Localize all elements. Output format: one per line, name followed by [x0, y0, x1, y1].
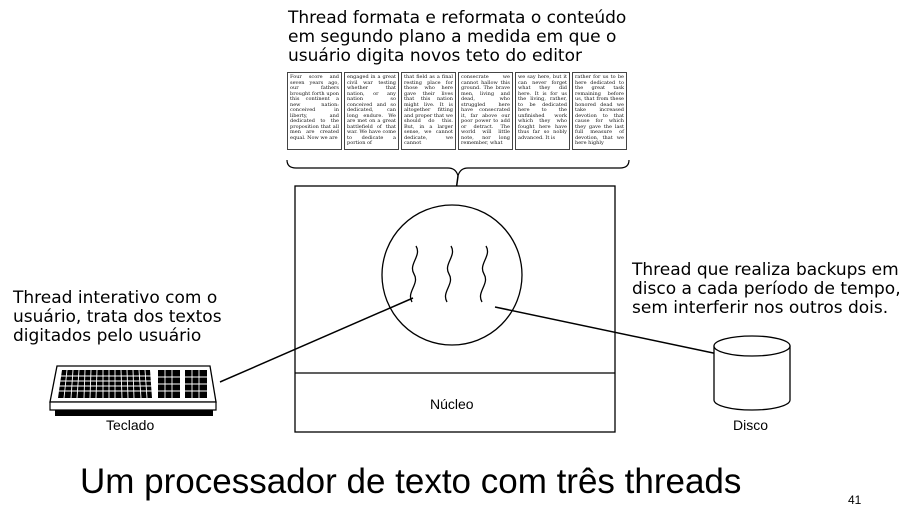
disk-icon	[713, 335, 791, 411]
document-column: consecrate we cannot hallow this ground.…	[458, 72, 513, 150]
caption-line: Thread que realiza backups em	[632, 260, 899, 280]
caption-line: Thread formata e reformata o conteúdo	[288, 8, 627, 28]
document-column: rather for us to be here dedicated to th…	[572, 72, 627, 150]
caption-line: sem interferir nos outros dois.	[632, 298, 889, 318]
caption-line: em segundo plano a medida em que o	[288, 27, 617, 47]
connector-left	[219, 297, 414, 383]
kernel-label: Núcleo	[430, 396, 474, 412]
caption-interactive-thread: Thread interativo com o usuário, trata d…	[13, 289, 222, 346]
caption-line: usuário digita novos teto do editor	[288, 46, 582, 66]
document-column: engaged in a great civil war testing whe…	[344, 72, 399, 150]
keyboard-icon	[49, 365, 217, 416]
slide-title: Um processador de texto com três threads	[80, 462, 742, 501]
caption-backup-thread: Thread que realiza backups em disco a ca…	[632, 261, 901, 318]
caption-line: digitados pelo usuário	[13, 326, 202, 346]
connector-right	[494, 306, 719, 355]
document-column: Four score and seven years ago, our fath…	[287, 72, 342, 150]
caption-line: usuário, trata dos textos	[13, 307, 222, 327]
page-number: 41	[848, 493, 862, 507]
caption-line: disco a cada período de tempo,	[632, 279, 901, 299]
document-column: that field as a final resting place for …	[401, 72, 456, 150]
document-column: we say here, but it can never forget wha…	[515, 72, 570, 150]
disk-label: Disco	[733, 417, 769, 433]
caption-background-thread: Thread formata e reformata o conteúdo em…	[288, 9, 626, 66]
document-brace	[286, 159, 630, 177]
keyboard-label: Teclado	[106, 417, 155, 433]
address-space-circle	[381, 204, 523, 346]
thread-squiggle-icon	[409, 245, 489, 303]
caption-line: Thread interativo com o	[13, 288, 218, 308]
